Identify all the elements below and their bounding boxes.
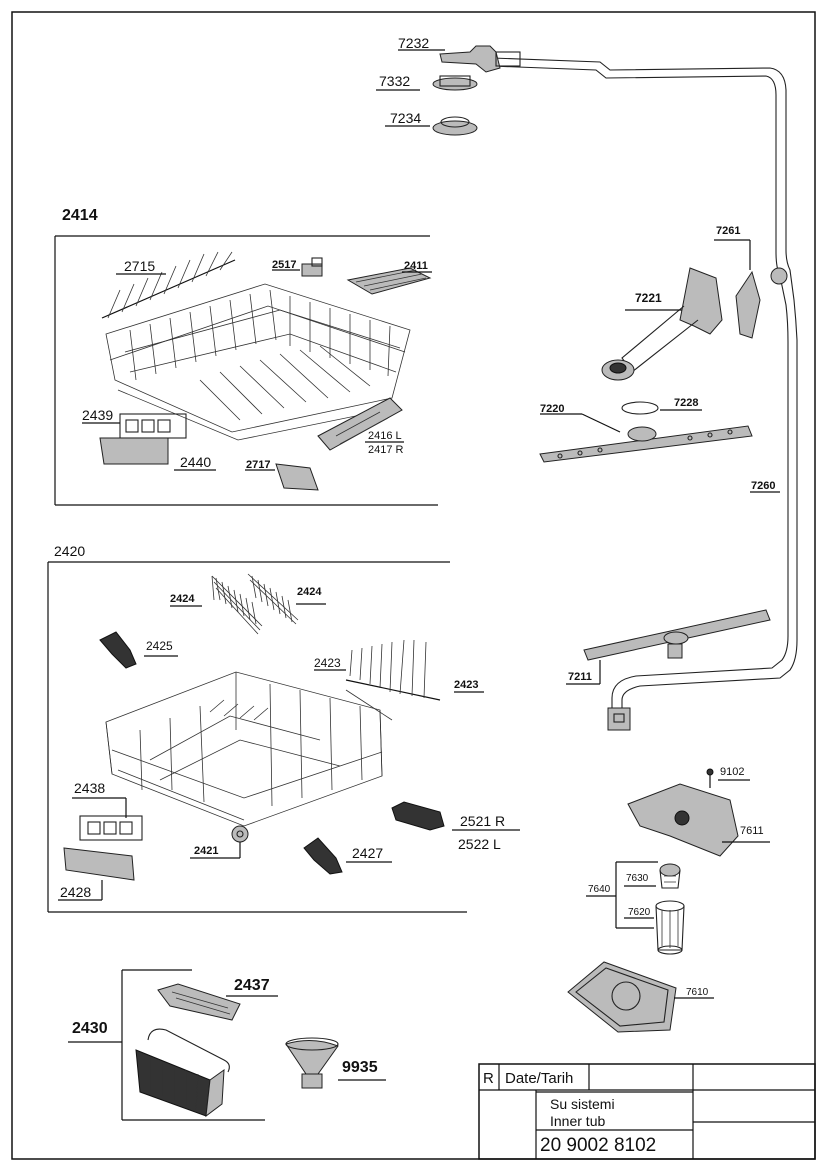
part-2430-cutlery-basket <box>135 1028 230 1118</box>
part-7221-upper-spray-arm <box>601 267 723 381</box>
label-7232: 7232 <box>398 35 429 51</box>
part-2517-clip <box>272 257 323 277</box>
part-2421-wheel <box>190 825 249 859</box>
part-7228-gasket <box>621 401 702 415</box>
filter-leader-bracket <box>586 861 658 929</box>
part-7234-valve <box>385 116 478 136</box>
label-7332: 7332 <box>379 73 410 89</box>
label-9935: 9935 <box>342 1059 378 1076</box>
label-2439: 2439 <box>82 407 113 423</box>
part-7630-micro-filter <box>659 863 681 889</box>
label-2423-right: 2423 <box>454 679 478 691</box>
title-drawing-number: 20 9002 8102 <box>540 1135 656 1156</box>
label-2423-left: 2423 <box>314 656 341 670</box>
label-7221: 7221 <box>635 291 662 305</box>
label-2420: 2420 <box>54 543 85 559</box>
label-2440: 2440 <box>180 454 211 470</box>
part-2715-tine-row <box>101 251 236 319</box>
title-desc-tr: Su sistemi <box>550 1096 615 1112</box>
part-2717-clip <box>245 463 319 491</box>
label-7611: 7611 <box>740 825 764 837</box>
label-7260: 7260 <box>751 480 775 492</box>
label-2522: 2522 L <box>458 836 501 852</box>
label-7620: 7620 <box>628 907 651 918</box>
lower-basket-group <box>47 561 520 913</box>
label-2517: 2517 <box>272 259 296 271</box>
label-7228: 7228 <box>674 397 698 409</box>
label-7220: 7220 <box>540 403 564 415</box>
label-2717: 2717 <box>246 459 270 471</box>
label-2428: 2428 <box>60 884 91 900</box>
part-2438-rail <box>72 797 143 841</box>
part-7332-cap <box>376 75 478 91</box>
label-7610: 7610 <box>686 987 709 998</box>
part-2423-tines <box>345 639 441 721</box>
part-2427-clip <box>303 837 392 875</box>
label-7640: 7640 <box>588 884 611 895</box>
label-7234: 7234 <box>390 110 421 126</box>
part-7220-middle-spray-arm <box>539 413 753 463</box>
part-7232-connector <box>398 45 521 73</box>
label-7630: 7630 <box>626 873 649 884</box>
label-7211: 7211 <box>568 671 592 683</box>
label-2416: 2416 L <box>368 430 402 442</box>
part-2437-lid <box>157 983 278 1021</box>
label-2521: 2521 R <box>460 813 505 829</box>
label-2438: 2438 <box>74 780 105 796</box>
lower-basket-wireframe <box>105 671 383 827</box>
part-2416-2417-adjuster <box>317 397 404 451</box>
title-rev: R <box>483 1070 494 1087</box>
cutlery-group <box>68 969 265 1121</box>
part-2411-cup-rack <box>346 267 432 295</box>
title-desc-en: Inner tub <box>550 1113 605 1129</box>
part-2428-rail <box>58 847 135 901</box>
part-2424-tine-right <box>247 573 299 625</box>
pipe-7260 <box>491 57 798 731</box>
label-2425: 2425 <box>146 639 173 653</box>
label-2427: 2427 <box>352 845 383 861</box>
label-2715: 2715 <box>124 258 155 274</box>
label-2437: 2437 <box>234 977 270 994</box>
part-9102-screw <box>706 768 750 788</box>
part-2425-clip <box>99 631 178 669</box>
label-2417: 2417 R <box>368 444 404 456</box>
label-2424-left: 2424 <box>170 593 195 605</box>
label-2430: 2430 <box>72 1020 108 1037</box>
part-7610-filter-plate <box>567 961 714 1033</box>
title-block-text: R Date/Tarih Su sistemi Inner tub 20 900… <box>483 1070 656 1156</box>
title-block <box>478 1063 816 1160</box>
part-7211-lower-spray-arm <box>566 609 771 685</box>
label-2414: 2414 <box>62 207 98 224</box>
upper-basket-group <box>54 235 438 506</box>
label-2421: 2421 <box>194 845 218 857</box>
label-2411: 2411 <box>404 260 428 272</box>
part-7611-filter-cover <box>627 783 770 857</box>
label-9102: 9102 <box>720 766 744 778</box>
callout-labels: 7232 7332 7234 2414 2715 2517 2411 2439 … <box>54 35 775 1076</box>
part-2440-rail <box>99 437 216 471</box>
part-7261-bracket <box>714 239 761 339</box>
title-date-label: Date/Tarih <box>505 1070 573 1087</box>
part-9935-funnel <box>285 1037 386 1089</box>
upper-basket-wireframe <box>105 283 411 441</box>
label-2424-right: 2424 <box>297 586 322 598</box>
label-7261: 7261 <box>716 225 740 237</box>
part-2521-2522-adjuster <box>391 801 520 831</box>
part-2424-tine-left <box>211 575 263 635</box>
part-7620-fine-filter <box>655 900 685 955</box>
sheet-border <box>11 11 816 1160</box>
